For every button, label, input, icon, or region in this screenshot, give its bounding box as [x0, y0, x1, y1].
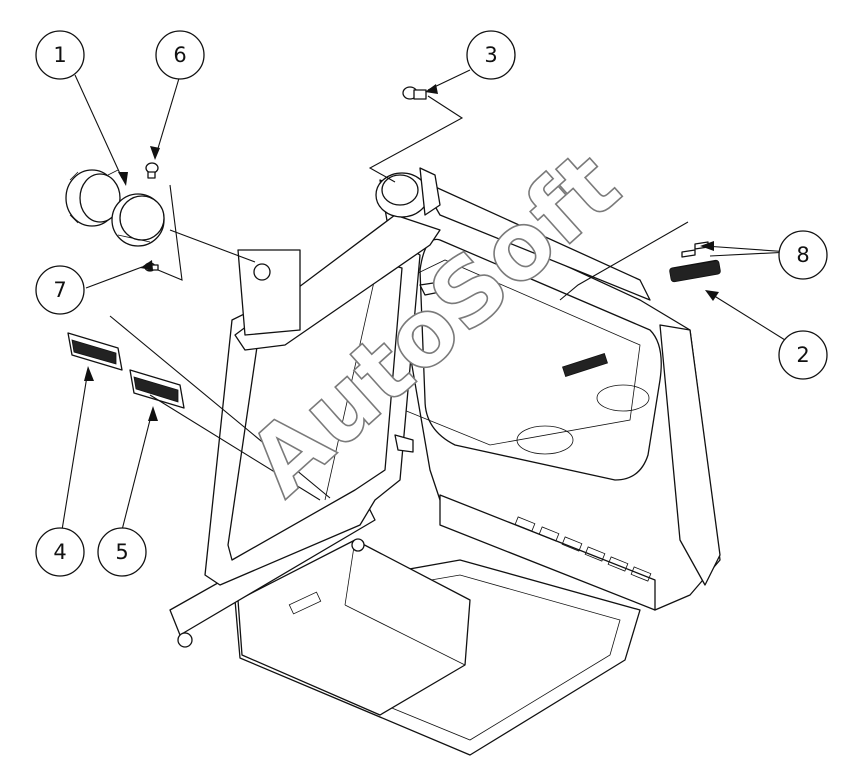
- rear-window-opening: [419, 238, 662, 481]
- switch-block-5: [129, 369, 185, 409]
- callout-1: 1: [35, 30, 85, 80]
- screw-6: [145, 162, 159, 179]
- callout-6: 6: [155, 30, 205, 80]
- rear-vent-panel: [439, 494, 656, 611]
- callout-label: 4: [53, 540, 66, 564]
- callout-label: 8: [796, 243, 809, 267]
- speaker-housing-rear: [375, 167, 441, 218]
- callout-label: 5: [115, 540, 128, 564]
- callout-label: 7: [53, 278, 66, 302]
- callout-label: 6: [173, 43, 186, 67]
- switch-block-4: [67, 332, 123, 371]
- callout-4: 4: [35, 527, 85, 577]
- speaker: [111, 193, 165, 247]
- clips-8: [681, 241, 709, 258]
- callout-label: 3: [484, 43, 497, 67]
- callout-label: 2: [796, 343, 809, 367]
- arrowheads: [84, 84, 719, 421]
- plug-3: [402, 86, 427, 100]
- hinge-plate: [237, 249, 301, 336]
- cab-assembly: [169, 167, 721, 756]
- speaker-bezel-ring: [65, 169, 121, 229]
- callout-5: 5: [97, 527, 147, 577]
- callout-3: 3: [466, 30, 516, 80]
- callout-7: 7: [35, 265, 85, 315]
- callout-2: 2: [778, 330, 828, 380]
- leader-lines: [61, 69, 791, 531]
- interior-light-2: [669, 259, 721, 283]
- callout-8: 8: [778, 230, 828, 280]
- right-side-panel: [659, 324, 721, 586]
- callout-label: 1: [53, 43, 66, 67]
